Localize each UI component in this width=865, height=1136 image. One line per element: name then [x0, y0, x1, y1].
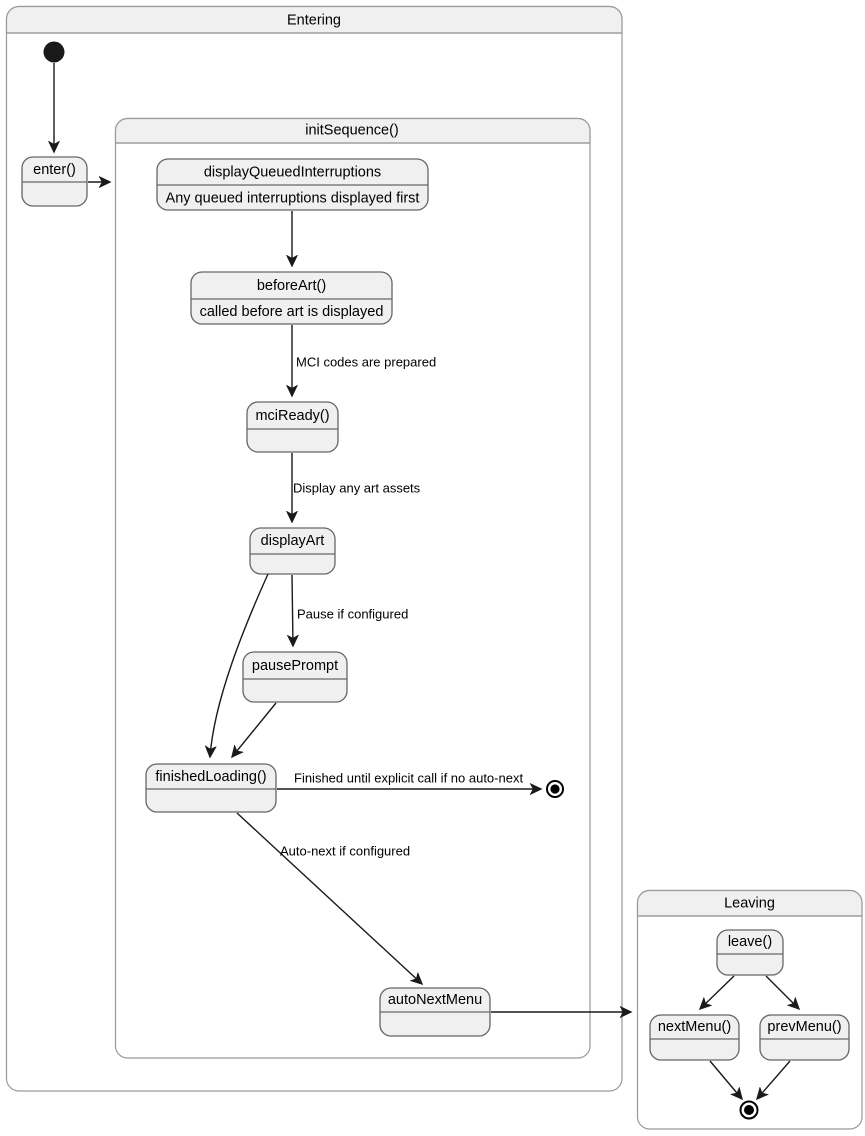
- composite-state-initsequence[interactable]: initSequence(): [114, 117, 591, 1059]
- state-enter[interactable]: enter(): [21, 156, 88, 207]
- initial-state-node-entering: [43, 41, 65, 63]
- final-state-core: [550, 784, 560, 794]
- edge-nextmenu-to-final: [709, 1060, 742, 1099]
- state-pauseprompt-title: pausePrompt: [252, 658, 338, 674]
- state-nextmenu-title: nextMenu(): [658, 1019, 731, 1035]
- edge-leave-to-prevmenu: [765, 975, 799, 1009]
- state-prevmenu-title: prevMenu(): [767, 1019, 841, 1035]
- entering-title: Entering: [287, 12, 341, 28]
- edge-displayart-to-pauseprompt: [292, 574, 293, 646]
- state-mci-ready[interactable]: mciReady(): [246, 401, 339, 453]
- state-autonextmenu-title: autoNextMenu: [388, 992, 482, 1008]
- initsequence-title: initSequence(): [305, 122, 399, 138]
- leaving-header-bg: [636, 889, 863, 917]
- state-leave-box: [716, 929, 784, 976]
- initsequence-header-bg: [114, 117, 591, 144]
- state-leave-title: leave(): [728, 934, 772, 950]
- edge-label-auto-next-if-configured: Auto-next if configured: [280, 843, 410, 858]
- state-beforeart-title: beforeArt(): [257, 278, 326, 294]
- state-beforeart-desc: called before art is displayed: [200, 304, 384, 320]
- initial-state-icon: [43, 41, 65, 63]
- state-nextmenu-box: [649, 1014, 740, 1061]
- edge-label-finished-until-explicit: Finished until explicit call if no auto-…: [294, 770, 523, 785]
- initsequence-border: [114, 117, 591, 1059]
- entering-header-bg: [5, 5, 623, 34]
- state-prevmenu-box: [759, 1014, 850, 1061]
- state-mciready-title: mciReady(): [255, 408, 329, 424]
- state-display-queued-interruptions[interactable]: displayQueuedInterruptions Any queued in…: [156, 158, 429, 211]
- state-displayart-title: displayArt: [261, 533, 325, 549]
- state-leave[interactable]: leave(): [716, 929, 784, 976]
- state-beforeart-box: [190, 271, 393, 325]
- state-auto-next-menu[interactable]: autoNextMenu: [379, 987, 491, 1037]
- final-state-node-entering: [546, 780, 564, 798]
- state-before-art[interactable]: beforeArt() called before art is display…: [190, 271, 393, 325]
- state-next-menu[interactable]: nextMenu(): [649, 1014, 740, 1061]
- edge-label-pause-if-configured: Pause if configured: [297, 606, 408, 621]
- state-dqi-desc: Any queued interruptions displayed first: [166, 190, 420, 206]
- state-dqi-title: displayQueuedInterruptions: [204, 164, 381, 180]
- state-pauseprompt-box: [242, 651, 348, 703]
- edge-pauseprompt-to-finishedloading: [232, 702, 277, 757]
- leaving-border: [636, 889, 863, 1130]
- edge-prevmenu-to-final: [757, 1060, 791, 1099]
- final-state-leaving-core: [744, 1105, 754, 1115]
- state-displayart-box: [249, 527, 336, 575]
- state-finishedloading-title: finishedLoading(): [155, 769, 266, 785]
- state-finished-loading[interactable]: finishedLoading(): [145, 763, 277, 813]
- leaving-title: Leaving: [724, 895, 775, 911]
- edge-displayart-to-finishedloading: [210, 573, 269, 757]
- state-finishedloading-box: [145, 763, 277, 813]
- edge-label-display-art-assets: Display any art assets: [293, 480, 421, 495]
- state-pause-prompt[interactable]: pausePrompt: [242, 651, 348, 703]
- edge-label-mci-codes: MCI codes are prepared: [296, 354, 436, 369]
- state-prev-menu[interactable]: prevMenu(): [759, 1014, 850, 1061]
- state-enter-title: enter(): [33, 162, 76, 178]
- edge-finishedloading-to-autonextmenu: [236, 812, 422, 984]
- final-state-node-leaving: [739, 1100, 759, 1120]
- state-display-art[interactable]: displayArt: [249, 527, 336, 575]
- state-mciready-box: [246, 401, 339, 453]
- edge-leave-to-nextmenu: [700, 975, 735, 1009]
- composite-state-leaving[interactable]: Leaving: [636, 889, 863, 1130]
